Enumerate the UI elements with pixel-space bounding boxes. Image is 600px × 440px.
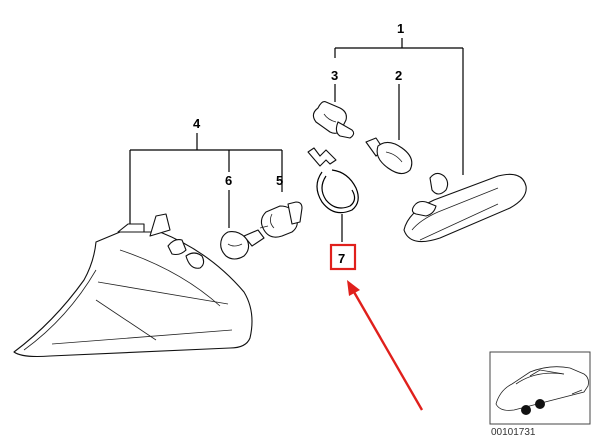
callout-5-label: 5 xyxy=(276,173,283,188)
callout-4-bracket xyxy=(129,133,283,228)
thumbnail-marker-front xyxy=(521,405,531,415)
callout-3-label: 3 xyxy=(331,68,338,83)
callout-7-highlight-box xyxy=(329,243,357,271)
callout-6-label: 6 xyxy=(225,173,232,188)
highlight-arrow xyxy=(347,280,424,411)
bulb-socket xyxy=(259,201,303,238)
thumbnail-marker-side xyxy=(535,399,545,409)
front-turn-signal-housing xyxy=(13,213,253,358)
callout-2-label: 2 xyxy=(395,68,402,83)
callout-7-label: 7 xyxy=(338,251,345,266)
callout-4-label: 4 xyxy=(193,116,201,131)
side-marker-lamp xyxy=(403,172,527,243)
diagram-code: 00101731 xyxy=(491,427,536,438)
car-thumbnail xyxy=(489,351,591,425)
bulb-wedge-small xyxy=(312,101,355,139)
retaining-clip xyxy=(307,147,359,242)
callout-1-label: 1 xyxy=(397,21,404,36)
bulb-glass xyxy=(365,137,413,175)
callout-1-bracket xyxy=(334,38,464,175)
turn-signal-bulb xyxy=(220,229,265,260)
